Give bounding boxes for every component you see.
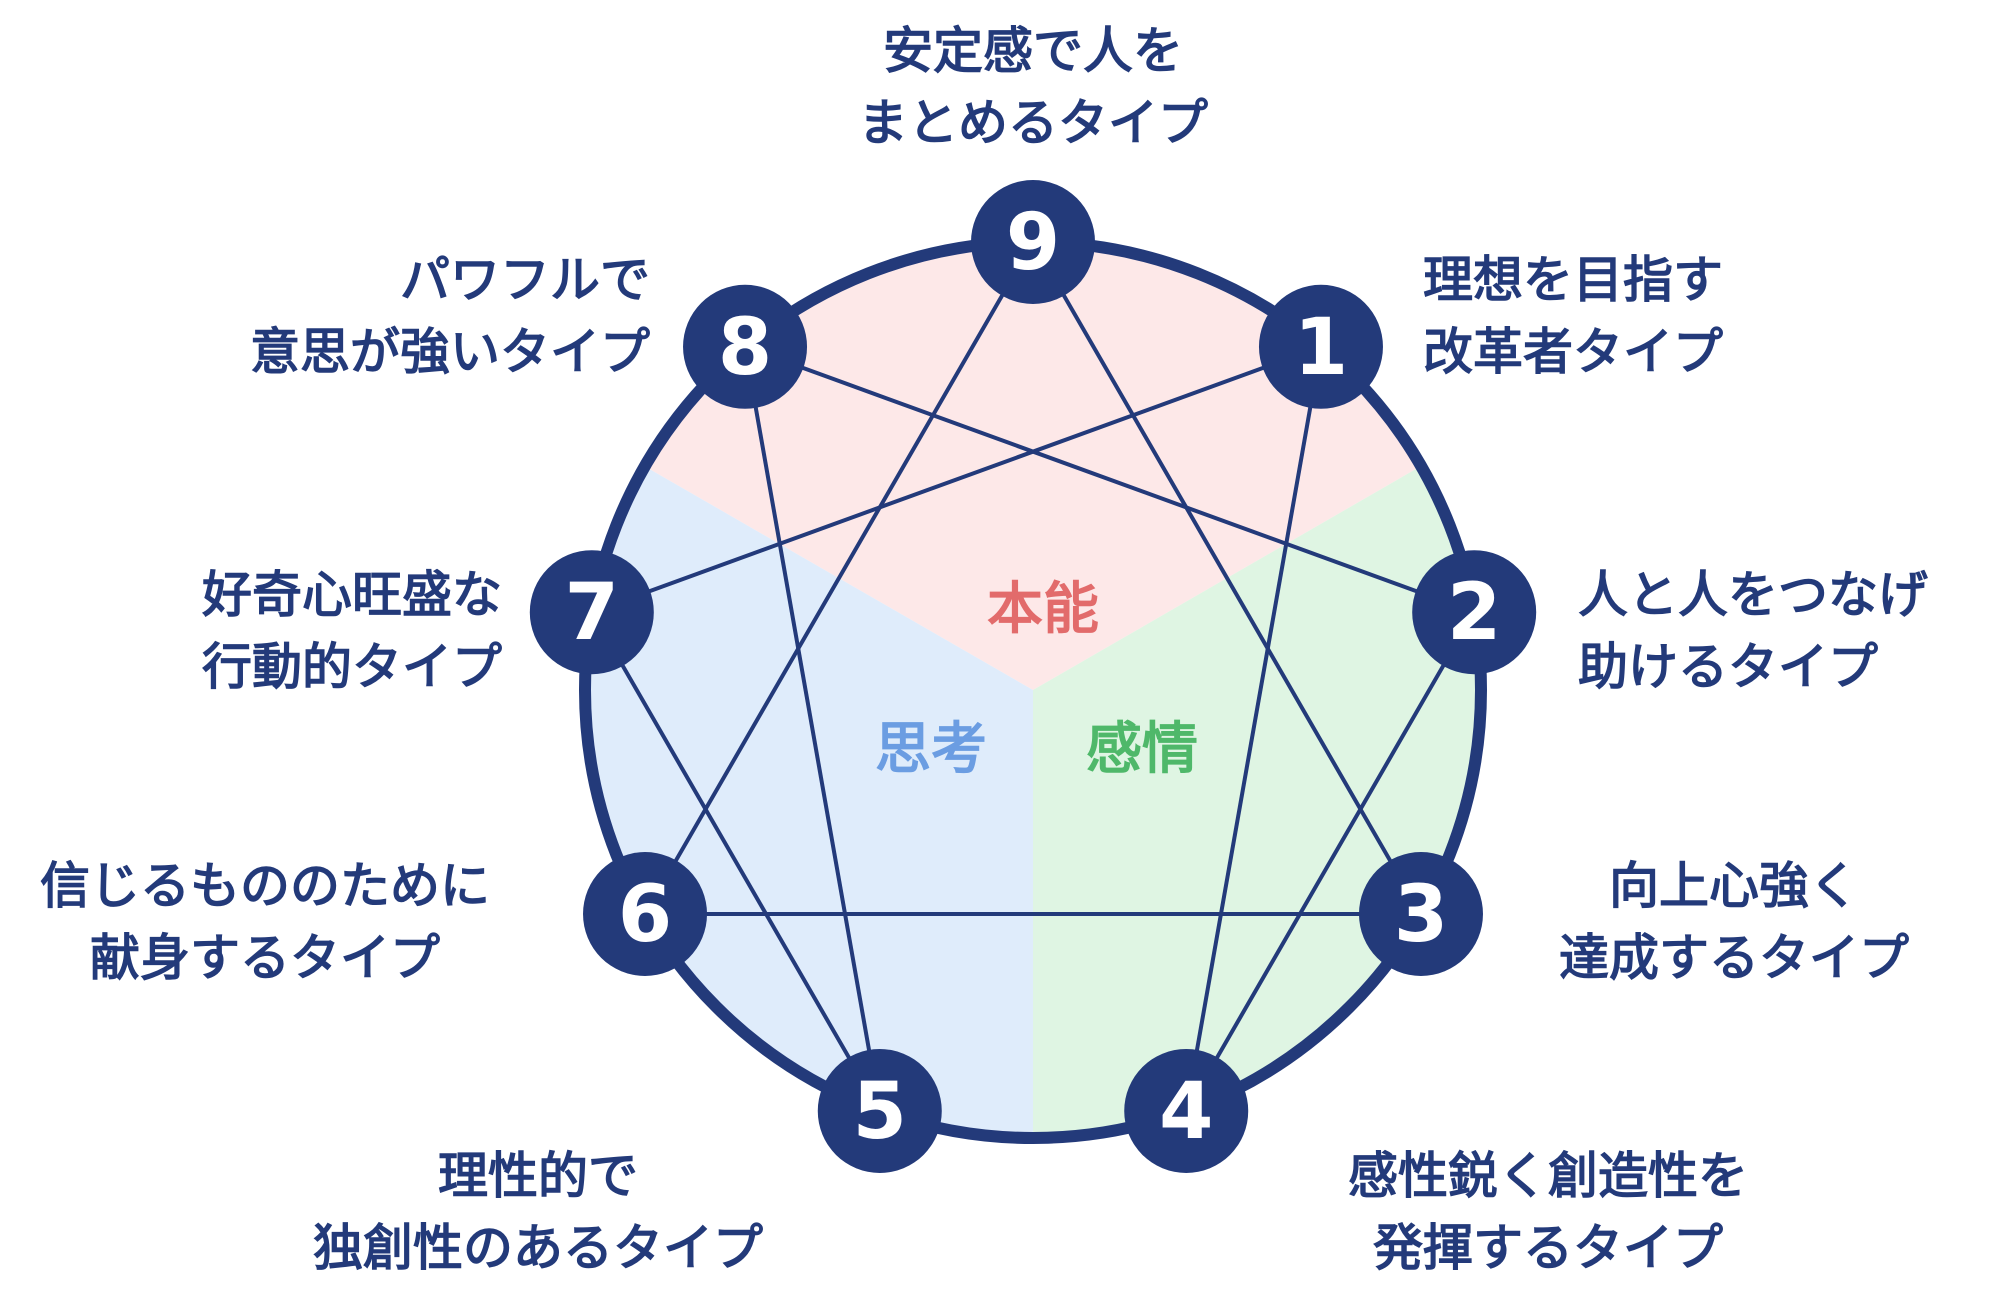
type-node-circle [817,1048,942,1173]
type-label-line-2: 行動的タイプ [202,638,502,696]
type-label-line-2: 達成するタイプ [1559,929,1909,987]
center-label-feeling: 感情 [1086,717,1198,782]
type-node-4: 4 [1124,1048,1249,1173]
type-label-line-1: 向上心強く [1609,857,1859,915]
type-nodes: 9 1 2 3 4 5 6 7 8 [529,180,1537,1173]
center-label-instinct: 本能 [987,577,1099,642]
type-label-line-1: 人と人をつなげ [1578,566,1928,624]
connection-line-2-8 [744,344,1475,615]
type-node-2: 2 [1412,550,1537,675]
type-node-8: 8 [683,284,808,409]
type-node-9: 9 [971,180,1095,304]
type-label-line-1: 理性的で [438,1147,638,1205]
type-node-circle [1124,1048,1249,1173]
type-label-line-2: 意思が強いタイプ [250,323,650,381]
type-node-circle [971,180,1095,304]
enneagram-lines [590,241,1476,1112]
type-node-3: 3 [1358,852,1483,976]
type-label-line-1: 安定感で人を [883,22,1183,80]
connection-line-6-9 [643,241,1035,915]
type-node-circle [1358,852,1483,976]
type-number: 2 [1447,568,1501,658]
type-label-line-1: 好奇心旺盛な [201,566,502,624]
type-number: 4 [1159,1067,1213,1157]
type-label-line-1: 理想を目指す [1423,251,1723,309]
connection-line-9-3 [1031,241,1423,915]
type-number: 5 [853,1067,907,1157]
type-node-circle [1412,550,1537,675]
connection-line-8-5 [743,346,882,1112]
type-number: 8 [718,303,772,393]
type-node-7: 7 [529,550,654,675]
type-node-circle [683,284,808,409]
type-label-line-2: 独創性のあるタイプ [313,1219,763,1277]
type-label-line-1: パワフルで [400,251,650,309]
type-node-circle [529,550,654,675]
type-label-line-2: 発揮するタイプ [1373,1219,1723,1277]
connection-line-4-2 [1184,611,1476,1112]
type-node-6: 6 [583,852,708,976]
type-label-line-1: 感性鋭く創造性を [1348,1147,1748,1205]
type-number: 7 [565,568,619,658]
type-node-1: 1 [1258,284,1383,409]
type-label-line-2: 献身するタイプ [90,929,440,987]
type-number: 6 [618,870,672,960]
type-number: 9 [1006,198,1060,288]
connection-line-5-7 [590,611,882,1112]
type-label-line-2: 助けるタイプ [1578,638,1878,696]
type-node-circle [583,852,708,976]
type-number: 1 [1294,303,1348,393]
center-label-thinking: 思考 [875,717,987,782]
type-label-line-2: 改革者タイプ [1423,323,1723,381]
connection-line-1-4 [1184,346,1323,1112]
type-label-line-1: 信じるもののために [40,857,490,915]
type-label-line-2: まとめるタイプ [858,94,1208,152]
type-labels: 安定感で人をまとめるタイプ理想を目指す改革者タイプ人と人をつなげ助けるタイプ向上… [40,22,1928,1277]
type-number: 3 [1394,870,1448,960]
type-node-circle [1258,284,1383,409]
type-node-5: 5 [817,1048,942,1173]
connection-line-7-1 [591,344,1322,615]
